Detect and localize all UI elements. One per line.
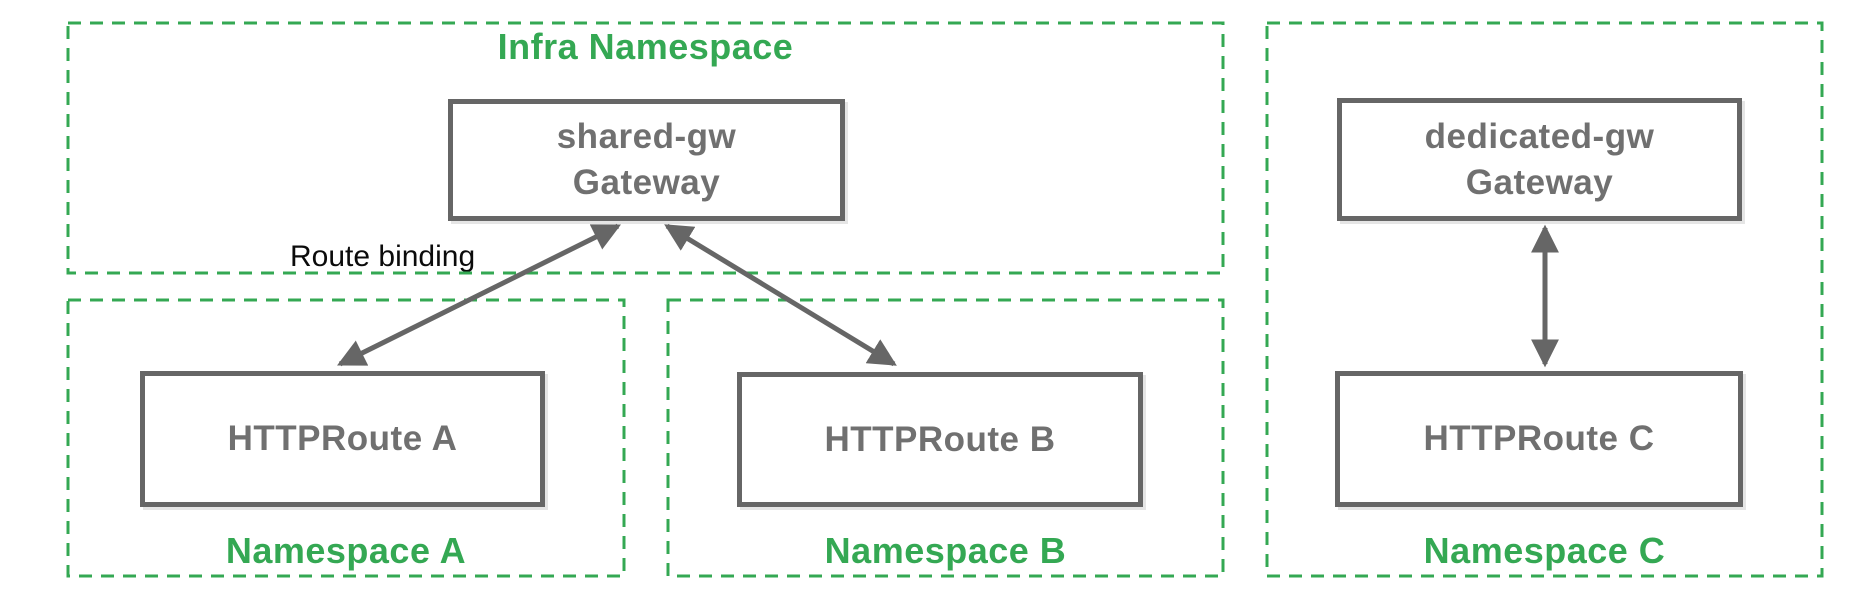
route-binding-annotation: Route binding bbox=[290, 240, 476, 273]
namespace-b-title: Namespace B bbox=[824, 530, 1067, 571]
namespace-a-title: Namespace A bbox=[225, 530, 467, 571]
namespace-c-title: Namespace C bbox=[1423, 530, 1666, 571]
infra-namespace-title: Infra Namespace bbox=[497, 26, 794, 67]
